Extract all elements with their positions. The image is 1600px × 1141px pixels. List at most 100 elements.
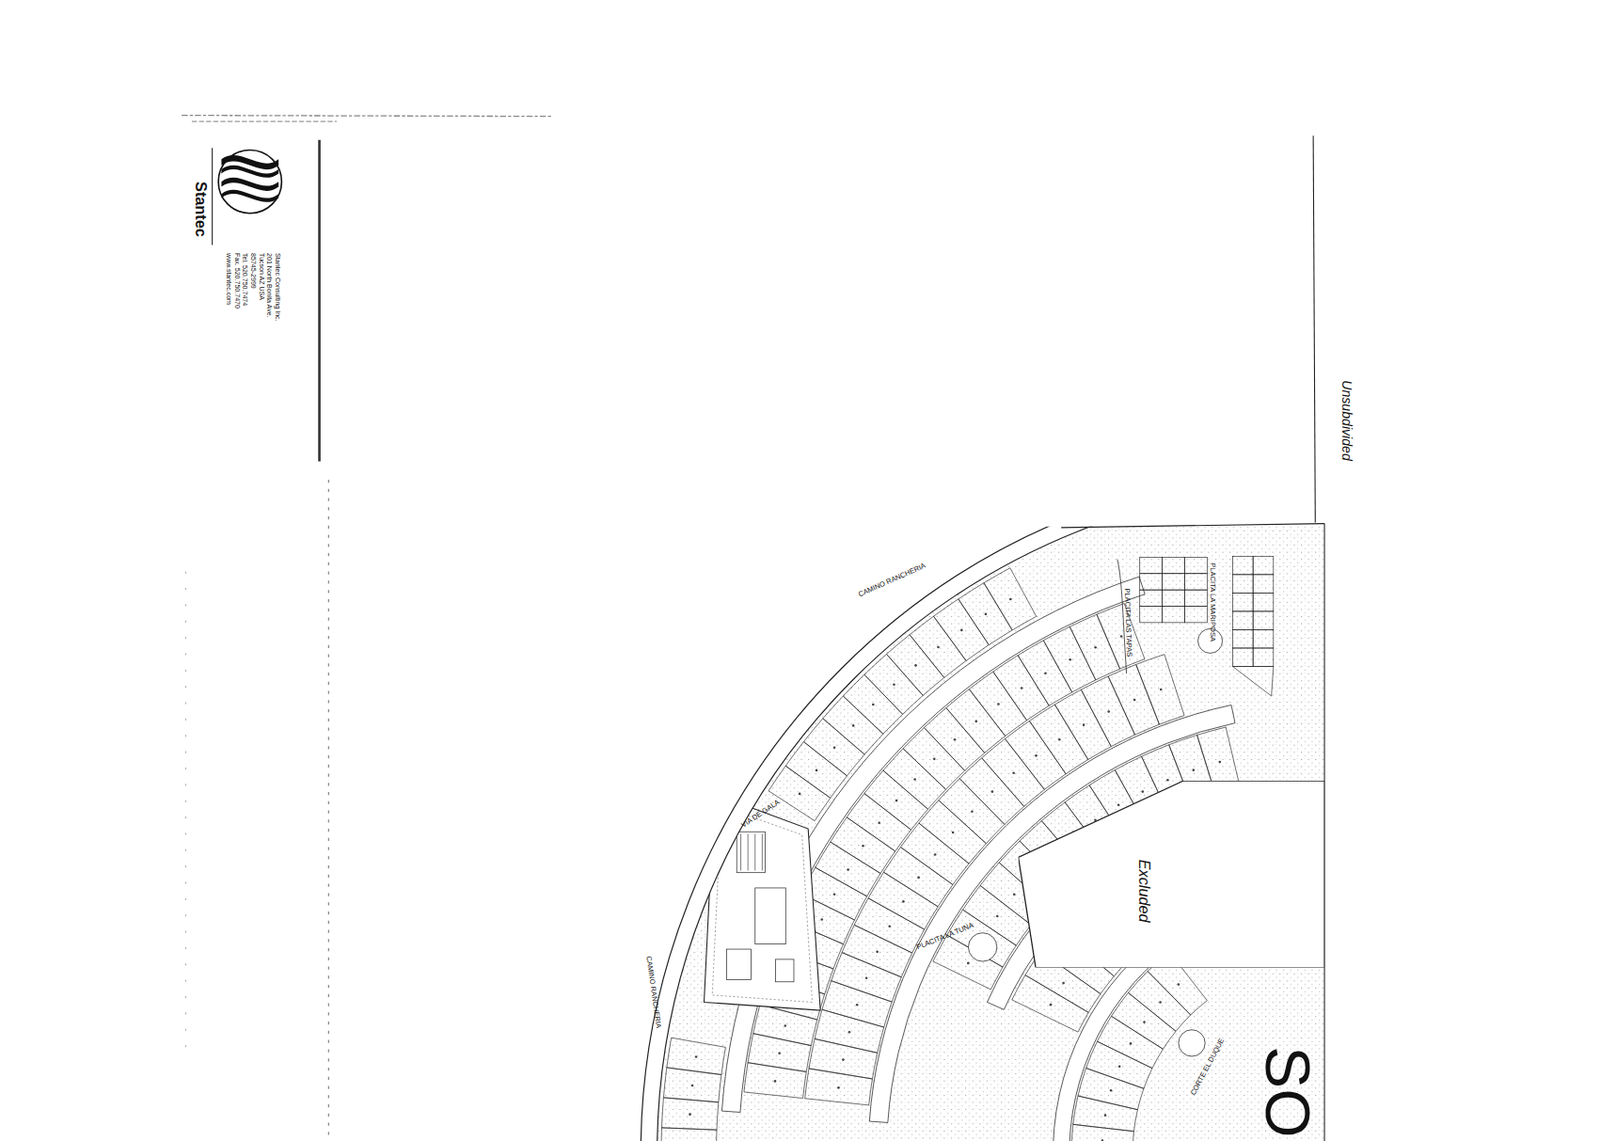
lot-number-mark — [1141, 790, 1145, 793]
lot-number-mark — [887, 924, 891, 928]
lot-parcel — [830, 817, 896, 874]
lot-number-mark — [1013, 893, 1016, 897]
border-line — [328, 479, 330, 1141]
lot-number-mark — [848, 1030, 852, 1034]
lot-number-mark — [820, 918, 824, 921]
street-name: CAMINO RANCHERIA — [856, 561, 927, 598]
street-name: PLACITA LA MARIPOSA — [1209, 562, 1218, 642]
lot-number-mark — [933, 758, 936, 761]
address-line: 201 North Bonita Ave. — [266, 253, 273, 317]
lot-number-mark — [1120, 634, 1124, 638]
lot-number-mark — [936, 646, 940, 650]
address-line: Tucson AZ USA — [257, 253, 265, 301]
lot-parcel — [968, 671, 1027, 736]
lot-number-mark — [871, 703, 875, 707]
lot-number-mark — [774, 1079, 777, 1083]
lot-parcel — [1017, 640, 1073, 706]
address-line: www.stantec.com — [224, 253, 232, 305]
lot-parcel — [1108, 664, 1159, 735]
logo-rule — [211, 147, 213, 245]
lot-number-mark — [1129, 1042, 1133, 1046]
address-line: Stantec Consulting Inc. — [273, 253, 281, 322]
lot-number-mark — [951, 831, 955, 835]
lot-parcel — [918, 800, 986, 864]
lot-parcel — [1127, 971, 1190, 1032]
lot-number-mark — [1159, 688, 1163, 692]
lot-number-mark — [902, 900, 905, 903]
lot-number-mark — [855, 1003, 859, 1007]
lot-parcel — [854, 898, 925, 953]
lot-number-mark — [1009, 598, 1013, 602]
address-line: Fax. 520.750.7470 — [233, 253, 240, 309]
parcel-outline — [1018, 780, 1325, 968]
lot-parcel — [864, 653, 923, 714]
logo-symbol — [218, 149, 282, 213]
lot-number-mark — [917, 876, 920, 880]
lot-number-mark — [991, 790, 995, 793]
subdivision-map — [612, 526, 1325, 1141]
lot-parcel — [808, 1038, 878, 1079]
lot-number-mark — [875, 950, 879, 954]
lot-number-mark — [1158, 1000, 1162, 1004]
excluded-parcel: Excluded — [1018, 780, 1325, 968]
lot-number-mark — [914, 664, 918, 667]
lot-number-mark — [865, 976, 869, 980]
lot-parcel — [902, 728, 966, 791]
lot-parcel — [831, 952, 903, 1002]
lot-parcel — [938, 778, 1005, 844]
lot-number-mark — [997, 702, 1000, 706]
lot-parcel — [841, 924, 913, 977]
lot-parcel — [822, 981, 892, 1028]
lot-parcel — [900, 823, 969, 885]
lot-number-mark — [1177, 982, 1181, 986]
development-name: SO — [1255, 1045, 1319, 1138]
lot-number-mark — [833, 745, 837, 749]
lot-parcel — [983, 568, 1037, 631]
lot-number-mark — [1061, 982, 1065, 985]
lot-number-mark — [1118, 1064, 1122, 1068]
lot-number-mark — [984, 613, 988, 617]
lot-parcel — [805, 1068, 873, 1106]
lot-number-mark — [1044, 671, 1047, 675]
lot-number-mark — [783, 1024, 787, 1028]
lot-parcel — [1071, 1124, 1134, 1141]
lot-parcel — [1086, 1041, 1153, 1089]
lot-parcel — [1073, 1095, 1139, 1132]
lot-number-mark — [833, 892, 837, 896]
lot-parcel — [1077, 1068, 1144, 1110]
lot-number-mark — [1191, 768, 1195, 772]
lot-number-mark — [1117, 803, 1121, 807]
border-line — [1313, 135, 1315, 523]
lot-number-mark — [892, 682, 896, 686]
lot-number-mark — [953, 738, 957, 742]
address-line: Tel. 520.750.7474 — [241, 253, 249, 306]
lot-number-mark — [895, 799, 899, 803]
lot-number-mark — [1012, 772, 1015, 776]
lot-number-mark — [1068, 658, 1072, 662]
lot-parcel — [753, 1004, 818, 1046]
lot-number-mark — [1034, 754, 1038, 758]
lot-number-mark — [852, 724, 856, 728]
boundary-road — [1061, 523, 1325, 528]
lot-parcel — [1054, 689, 1111, 760]
file-path-line — [191, 121, 337, 123]
lot-parcel — [1096, 603, 1145, 670]
lot-parcel — [1029, 704, 1088, 775]
lot-parcel — [1111, 992, 1177, 1049]
lot-parcel — [815, 841, 881, 897]
title-rule — [317, 140, 321, 462]
boundary-road — [640, 526, 1325, 1141]
lot-number-mark — [841, 1058, 845, 1062]
lot-number-mark — [861, 844, 865, 848]
lot-number-mark — [846, 868, 850, 872]
lot-parcel — [1043, 626, 1096, 693]
lot-number-mark — [1049, 1003, 1053, 1007]
lot-parcel — [803, 718, 865, 777]
lot-number-mark — [1020, 686, 1024, 690]
lot-parcel — [744, 1062, 807, 1099]
lot-parcel — [887, 634, 945, 697]
lot-number-mark — [1166, 778, 1170, 782]
lot-number-mark — [960, 629, 964, 633]
clubhouse — [704, 793, 822, 1011]
